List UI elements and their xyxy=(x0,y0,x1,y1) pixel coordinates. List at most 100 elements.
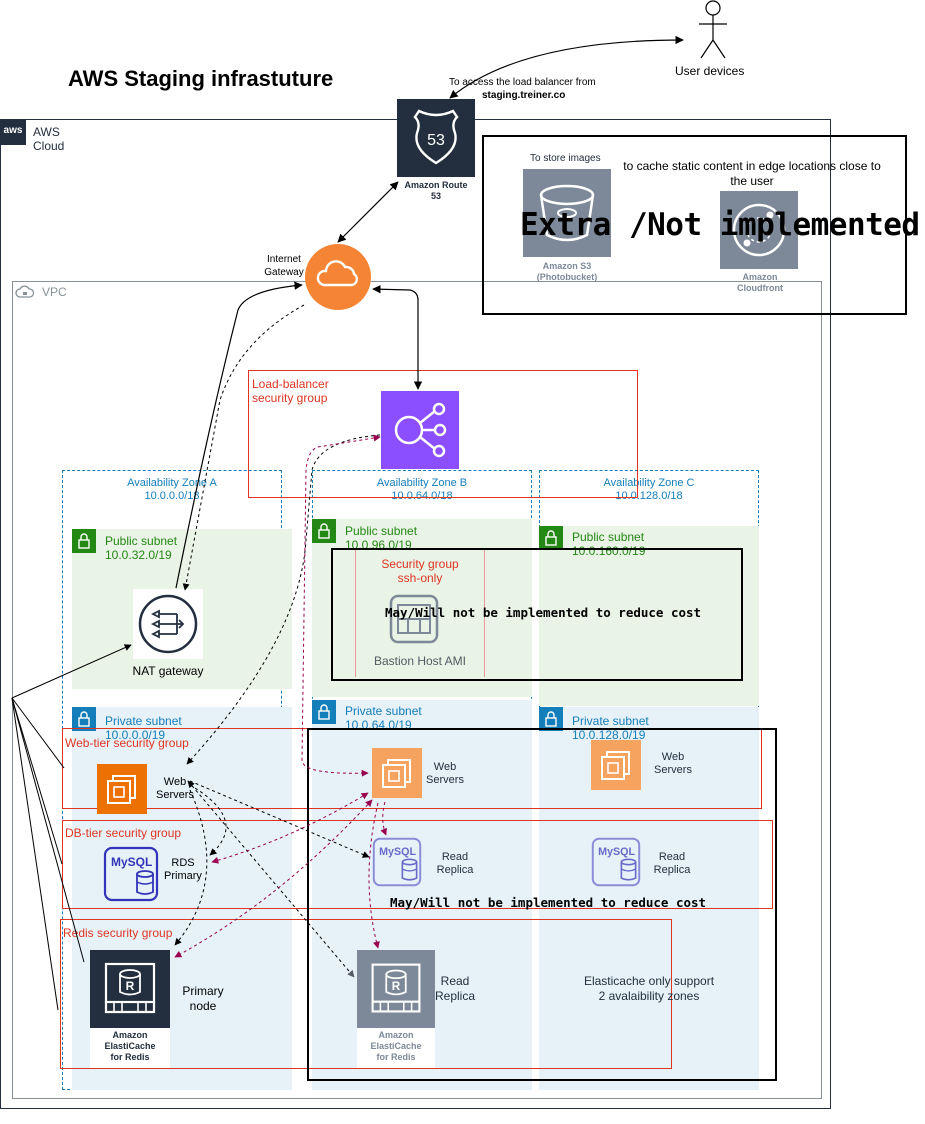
rds-replica-b-label: Read Replica xyxy=(436,851,474,876)
bastion-host-icon xyxy=(386,591,442,647)
private-subnet-c-name: Private subnet xyxy=(572,714,649,728)
public-subnet-a-lock-icon xyxy=(72,529,96,553)
extra-not-implemented-banner: Extra /Not implemented xyxy=(520,207,920,243)
s3-note: To store images xyxy=(530,153,601,164)
redis-replica-icon: R xyxy=(357,950,435,1028)
zone-a-name: Availability Zone A xyxy=(127,477,217,489)
nat-gateway-label: NAT gateway xyxy=(132,664,204,678)
private-subnet-b-lock-icon xyxy=(312,700,336,724)
route53-label: Amazon Route 53 xyxy=(404,180,468,201)
private-subnet-c-cidr: 10.0.128.0/19 xyxy=(572,728,646,742)
private-subnet-c-lock-icon xyxy=(539,707,563,731)
web-server-a-icon xyxy=(97,764,147,814)
fan-line-nat xyxy=(11,644,132,699)
bastion-not-implemented-box xyxy=(331,548,743,681)
bastion-security-group xyxy=(355,550,485,677)
fan-line-web xyxy=(11,697,65,769)
aws-logo-icon: aws xyxy=(0,119,26,145)
rds-replica-c-label: Read Replica xyxy=(653,851,691,876)
igw-label: Internet Gateway xyxy=(264,254,304,278)
arrow-web-b-redis-a xyxy=(174,799,373,958)
web-server-c-icon xyxy=(591,740,641,790)
private-subnet-a-cidr: 10.0.0.0/19 xyxy=(105,728,166,742)
rds-primary-icon: MySQL xyxy=(103,846,159,902)
cloudfront-label: Amazon Cloudfront xyxy=(737,272,783,293)
public-subnet-c-cidr: 10.0.160.0/19 xyxy=(572,544,646,558)
zone-b-cidr: 10.0.64.0/18 xyxy=(391,490,453,502)
rds-replica-c-icon: MySQL xyxy=(591,837,641,887)
nat-gateway-icon xyxy=(133,589,203,659)
private-subnet-c xyxy=(539,707,759,1090)
public-subnet-b-lock-icon xyxy=(312,519,336,543)
zone-b-name: Availability Zone B xyxy=(376,477,468,489)
arrow-web-redis-primary xyxy=(174,789,208,946)
web-server-c-label: Web Servers xyxy=(654,751,692,776)
elasticache-note: Elasticache only support 2 avalaibility … xyxy=(583,974,715,1003)
fan-line-db xyxy=(11,697,63,865)
db-sg-label: DB-tier security group xyxy=(65,826,182,840)
zone-a-cidr: 10.0.0.0/18 xyxy=(144,490,200,502)
vpc-label: VPC xyxy=(42,285,67,299)
rds-replica-c-badge: MySQL xyxy=(598,846,635,858)
zone-c-cidr: 10.0.128.0/18 xyxy=(615,490,683,502)
load-balancer-security-group xyxy=(248,370,638,498)
cloudfront-note: to cache static content in edge location… xyxy=(623,159,881,188)
redis-primary-badge: R xyxy=(126,979,135,993)
aws-cloud-label: AWS Cloud xyxy=(33,125,65,153)
fan-line-redis-2 xyxy=(11,697,85,963)
diagram-title: AWS Staging infrastuture xyxy=(68,66,334,91)
arrow-lb-web-a xyxy=(186,434,381,765)
route53-badge: 53 xyxy=(427,132,445,149)
redis-replica-label: Read Replica xyxy=(434,974,476,1003)
arrow-web-rds-replica xyxy=(189,780,370,858)
redis-replica-badge: R xyxy=(392,980,401,993)
redis-primary-icon: R xyxy=(90,950,170,1028)
extra-not-implemented-box xyxy=(482,135,907,315)
public-subnet-a-cidr: 10.0.32.0/19 xyxy=(105,548,172,562)
public-subnet-c-lock-icon xyxy=(539,526,563,550)
s3-bucket-icon xyxy=(523,169,611,257)
rds-replica-b-badge: MySQL xyxy=(379,846,416,858)
bastion-host-label: Bastion Host AMI xyxy=(373,654,467,668)
rds-primary-badge: MySQL xyxy=(111,855,152,869)
lb-sg-label: Load-balancer security group xyxy=(252,377,329,405)
vpc-cloud-lock-icon xyxy=(15,284,35,300)
arrow-igw-lb xyxy=(372,285,423,390)
cloudfront-icon xyxy=(720,191,798,269)
arrow-web-b-redis-b xyxy=(368,802,380,949)
load-balancer-icon xyxy=(381,391,459,469)
route53-icon: 53 xyxy=(397,99,475,177)
arrow-web-redis-replica xyxy=(187,780,355,978)
internet-gateway-icon xyxy=(304,243,372,311)
public-subnet-a-name: Public subnet xyxy=(105,534,178,548)
arrow-web-b-rds-a xyxy=(211,792,369,864)
arrow-web-b-rds-b xyxy=(380,801,387,836)
bastion-not-implemented-text: May/Will not be implemented to reduce co… xyxy=(385,605,702,620)
vpc-container xyxy=(12,281,822,1099)
db-tier-security-group xyxy=(62,820,773,909)
arrow-lb-web-b xyxy=(301,434,381,777)
rds-replica-b-icon: MySQL xyxy=(372,837,422,887)
redis-sg-label: Redis security group xyxy=(63,926,173,940)
bastion-sg-label: Security group ssh-only xyxy=(381,557,459,585)
s3-label: Amazon S3 (Photobucket) xyxy=(536,261,598,282)
redis-replica-caption: Amazon ElastiCache for Redis xyxy=(370,1030,422,1062)
public-subnet-c-name: Public subnet xyxy=(572,530,645,544)
public-subnet-c xyxy=(539,526,759,706)
redis-primary-caption: Amazon ElastiCache for Redis xyxy=(104,1030,156,1062)
user-icon xyxy=(695,0,731,62)
web-sg-label: Web-tier security group xyxy=(65,736,189,750)
redis-primary-label: Primary node xyxy=(182,984,224,1013)
arrow-route53-igw xyxy=(337,181,399,243)
fan-line-redis xyxy=(11,697,59,1011)
arrow-nat-igw xyxy=(175,281,303,589)
arrow-igw-nat-dashed xyxy=(182,304,305,591)
web-server-b-label: Web Servers xyxy=(426,761,464,786)
private-subnet-a-lock-icon xyxy=(72,707,96,731)
web-server-a-label: Web Servers xyxy=(156,776,194,801)
zone-c-name: Availability Zone C xyxy=(603,477,695,489)
zone-bc-not-implemented-text: May/Will not be implemented to reduce co… xyxy=(390,895,707,910)
arrow-user-route53 xyxy=(449,35,684,99)
private-subnet-a-name: Private subnet xyxy=(105,714,182,728)
